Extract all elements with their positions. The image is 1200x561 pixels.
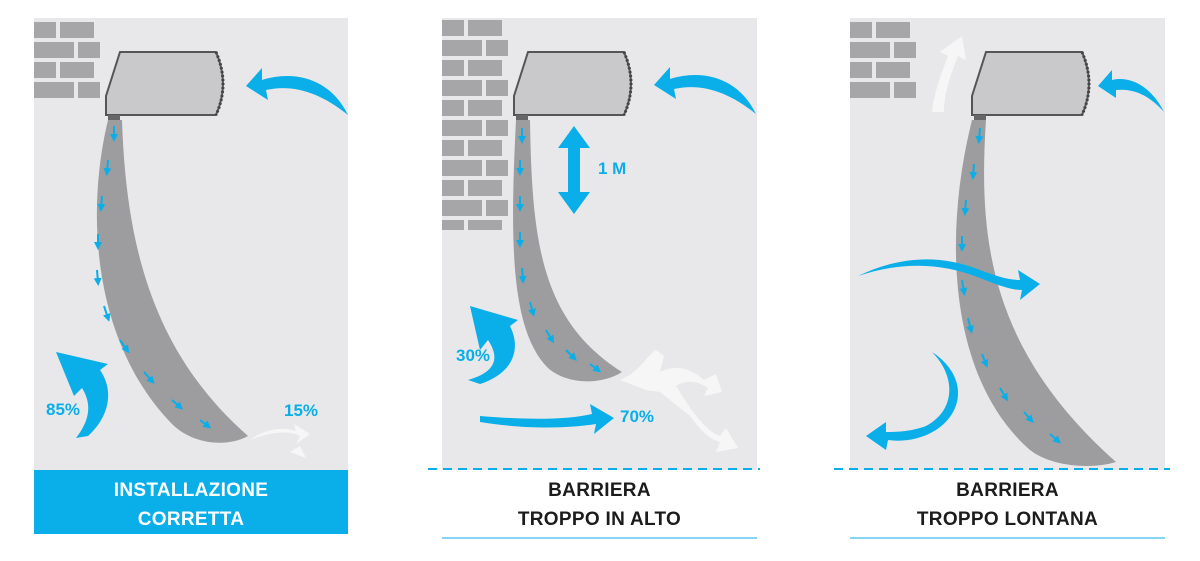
air-stream	[955, 120, 1116, 466]
height-label: 1 M	[598, 159, 626, 178]
caption-line-1: BARRIERA	[548, 480, 651, 501]
caption-line-2: TROPPO IN ALTO	[517, 509, 682, 530]
caption-barrier-too-far: BARRIERA TROPPO LONTANA	[850, 476, 1165, 534]
return-air-arrow	[56, 352, 109, 438]
caption-line-1: BARRIERA	[956, 480, 1059, 501]
panel-barrier-too-high: 1 M 30% 70%	[428, 18, 760, 470]
escape-air-cloud	[620, 350, 738, 452]
caption-barrier-too-high: BARRIERA TROPPO IN ALTO	[442, 476, 757, 534]
escape-percentage-label: 70%	[620, 407, 654, 426]
stream-direction-arrows	[93, 126, 212, 429]
caption-line-2: TROPPO LONTANA	[916, 509, 1099, 530]
return-percentage-label: 85%	[46, 400, 80, 419]
caption-line-1: INSTALLAZIONE	[113, 480, 269, 501]
brick-wall-icon	[442, 20, 508, 230]
crosswind-arrow	[858, 259, 1040, 300]
air-flow-arrow-icon	[654, 67, 756, 114]
escape-air-arrow	[250, 424, 310, 458]
stream-direction-arrows	[958, 127, 1062, 444]
air-stream	[513, 120, 622, 382]
air-flow-arrow-icon	[246, 68, 348, 115]
air-curtain-unit-icon	[971, 51, 1091, 120]
stream-direction-arrows	[516, 128, 602, 373]
double-arrow-icon	[558, 126, 590, 214]
escape-air-arrow-up	[932, 36, 966, 112]
return-percentage-label: 30%	[456, 346, 490, 365]
return-air-arrow	[866, 352, 959, 450]
panel-barrier-too-far	[834, 18, 1170, 470]
air-curtain-unit-icon	[105, 51, 225, 120]
brick-wall-icon	[850, 22, 916, 98]
air-flow-arrow-icon	[1098, 70, 1164, 112]
return-air-arrow	[468, 306, 518, 384]
escape-percentage-label: 15%	[284, 401, 318, 420]
caption-correct-installation: INSTALLAZIONE CORRETTA	[34, 470, 348, 534]
air-stream	[96, 120, 248, 443]
air-curtain-unit-icon	[513, 51, 633, 120]
caption-line-2: CORRETTA	[137, 509, 245, 530]
panel-correct-installation: 85% 15%	[34, 18, 348, 470]
brick-wall-icon	[34, 22, 100, 98]
escape-air-arrow	[480, 404, 614, 434]
